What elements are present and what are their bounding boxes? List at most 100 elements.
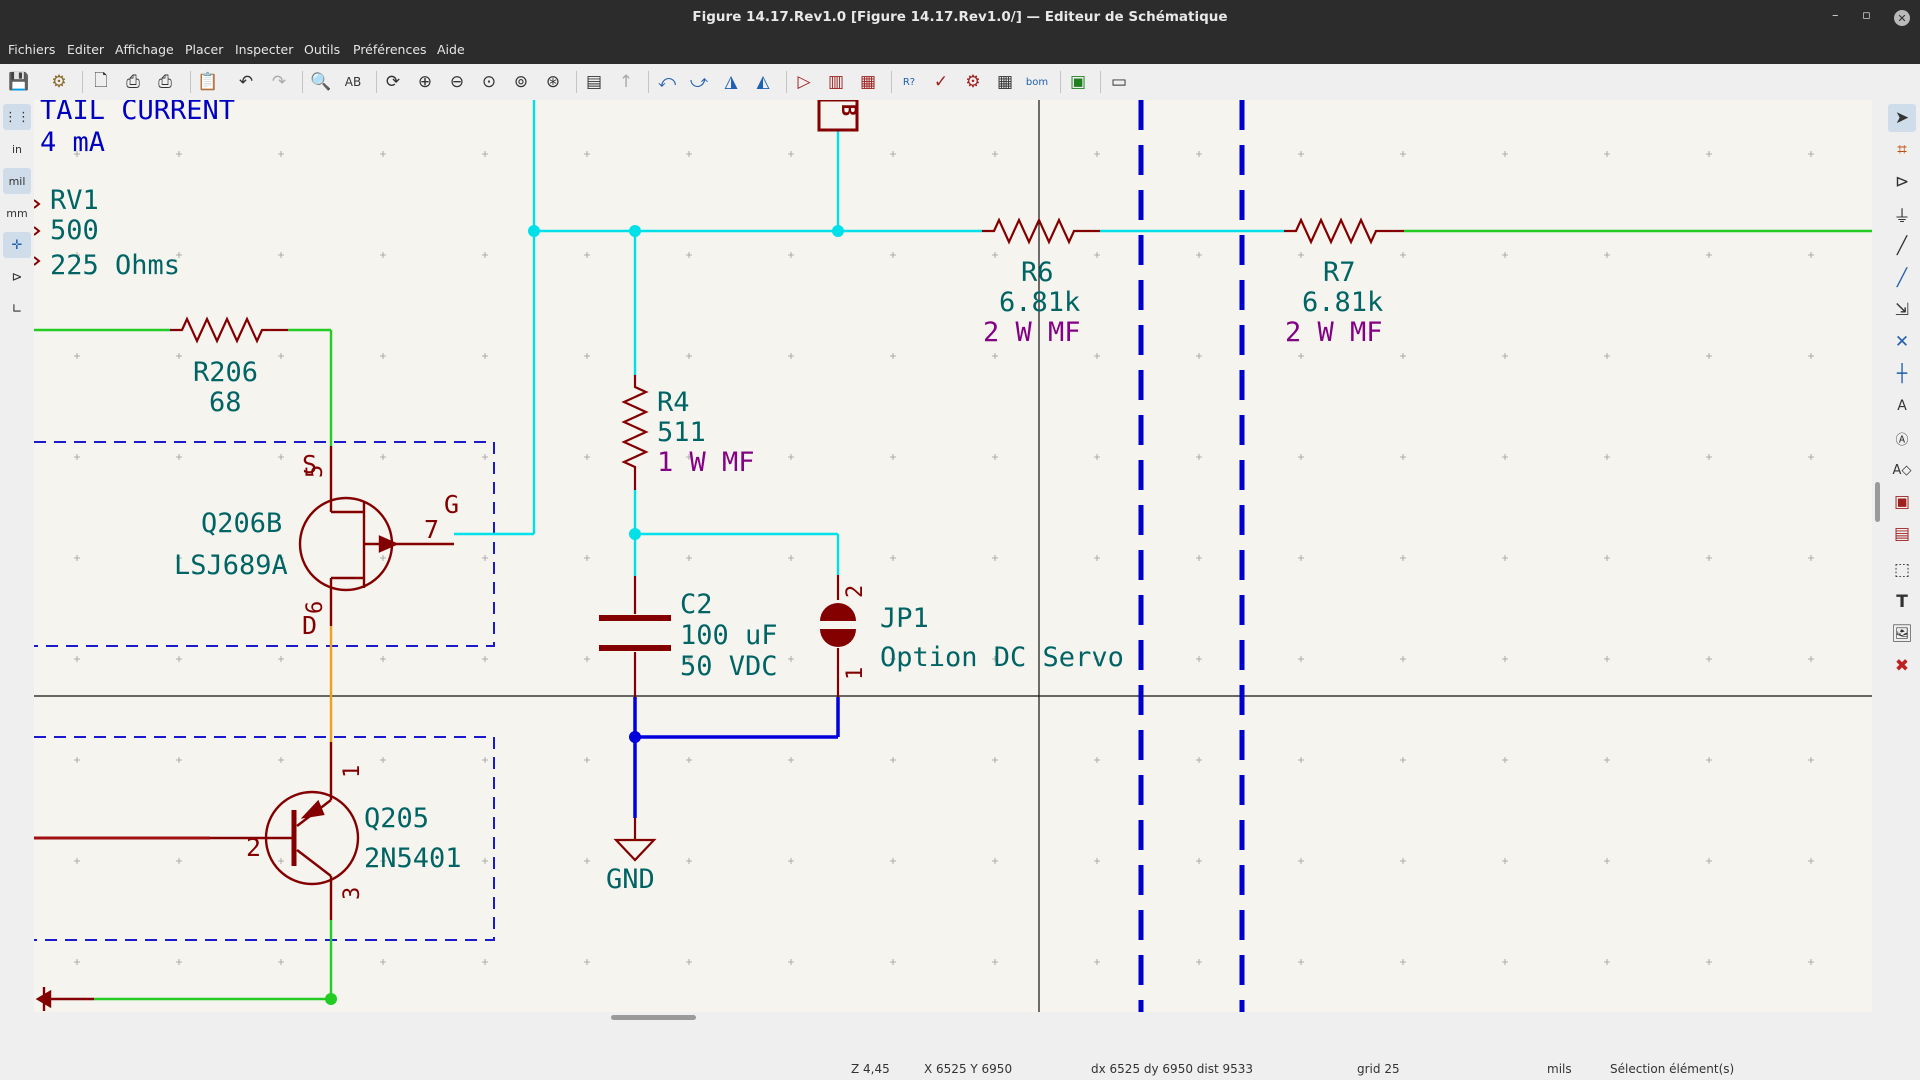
jp1-symbol[interactable] [820,575,856,697]
unit-mm-button[interactable]: mm [6,206,28,220]
leave-sheet-icon[interactable]: ↑ [618,72,634,92]
zoom-objects-icon[interactable]: ⊚ [513,72,529,92]
add-text-icon[interactable]: T [1896,592,1908,612]
refresh-icon[interactable]: ⟳ [385,72,401,92]
maximize-icon[interactable]: ▫ [1862,8,1871,23]
r4-value[interactable]: 511 [657,417,706,448]
import-sheet-pin-icon[interactable]: ▤ [1893,524,1911,544]
r7-symbol[interactable] [1284,217,1404,245]
menu-aide[interactable]: Aide [437,42,465,57]
rv1-value[interactable]: 500 [50,215,99,246]
bottom-left-symbol[interactable] [35,987,94,1011]
select-icon[interactable]: ➤ [1888,104,1916,132]
grid-icon[interactable]: ⋮⋮ [3,104,31,130]
zoom-in-icon[interactable]: ⊕ [417,72,433,92]
page-settings-icon[interactable]: 🗋 [94,70,108,91]
c2-symbol[interactable] [599,576,671,697]
delete-icon[interactable]: ✖ [1894,656,1910,676]
c2-ref[interactable]: C2 [680,589,713,620]
r6-spec[interactable]: 2 W MF [983,317,1081,348]
vertical-scrollbar[interactable] [1872,100,1882,1012]
add-hierarchical-label-icon[interactable]: A◇ [1892,462,1912,478]
q205-ref[interactable]: Q205 [364,803,429,834]
menu-fichiers[interactable]: Fichiers [8,42,56,57]
q205-value[interactable]: 2N5401 [364,843,462,874]
add-label-icon[interactable]: A [1897,398,1907,414]
redo-icon[interactable]: ↷ [271,72,287,92]
scripting-console-icon[interactable]: ▭ [1110,72,1128,92]
close-icon[interactable]: ✕ [1894,10,1910,26]
zoom-out-icon[interactable]: ⊖ [449,72,465,92]
zoom-fit-icon[interactable]: ⊙ [481,72,497,92]
add-global-label-icon[interactable]: Ⓐ [1895,432,1909,448]
r7-spec[interactable]: 2 W MF [1285,317,1383,348]
unit-inches-button[interactable]: in [11,142,23,156]
rotate-ccw-icon[interactable]: ⤺ [657,72,677,92]
r6-symbol[interactable] [982,217,1100,245]
print-icon[interactable]: ⎙ [126,72,140,92]
r6-value[interactable]: 6.81k [999,287,1080,318]
schematic-setup-icon[interactable]: ⚙ [51,72,67,92]
plot-icon[interactable]: ⎙ [158,72,172,92]
paste-icon[interactable]: 📋 [197,72,219,92]
rv1-ref[interactable]: RV1 [50,185,99,216]
pcb-editor-icon[interactable]: ▣ [1069,72,1087,92]
c2-value[interactable]: 100 uF [680,620,778,651]
top-partial-symbol[interactable] [817,100,859,132]
jp1-value[interactable]: Option DC Servo [880,642,1124,673]
hierarchy-navigator-icon[interactable]: ▤ [585,72,603,92]
r206-value[interactable]: 68 [209,387,242,418]
horizontal-scroll-thumb[interactable] [611,1015,696,1020]
rotate-cw-icon[interactable]: ⤻ [689,72,709,92]
r4-ref[interactable]: R4 [657,387,690,418]
undo-icon[interactable]: ↶ [238,72,254,92]
menu-outils[interactable]: Outils [304,42,341,57]
add-power-icon[interactable]: ⏚ [1893,206,1911,227]
menu-inspecter[interactable]: Inspecter [235,42,294,57]
gnd-symbol[interactable] [613,818,657,862]
add-image-icon[interactable]: 🖼 [1891,624,1913,644]
unit-mils-button[interactable]: mil [3,168,31,194]
r206-ref[interactable]: R206 [193,357,258,388]
minimize-icon[interactable]: – [1832,8,1839,23]
horizontal-scrollbar[interactable] [34,1012,1872,1022]
vertical-scroll-thumb[interactable] [1875,482,1880,522]
rv1-note[interactable]: 225 Ohms [50,250,180,281]
highlight-net-icon[interactable]: ⌗ [1897,140,1907,160]
jp1-ref[interactable]: JP1 [880,603,929,634]
orthogonal-wire-icon[interactable]: ∟ [11,301,23,317]
menu-editer[interactable]: Editer [67,42,105,57]
menu-placer[interactable]: Placer [185,42,224,57]
menu-affichage[interactable]: Affichage [115,42,174,57]
find-replace-icon[interactable]: AB [344,75,362,89]
add-sheet-icon[interactable]: ▣ [1893,492,1911,512]
find-icon[interactable]: 🔍 [310,72,332,92]
add-symbol-icon[interactable]: ⊳ [1894,172,1910,192]
cursor-icon[interactable]: ✛ [3,232,31,258]
r206-symbol[interactable] [170,316,288,344]
q206b-ref[interactable]: Q206B [201,508,282,539]
r4-spec[interactable]: 1 W MF [657,447,755,478]
q206b-value[interactable]: LSJ689A [174,550,288,581]
r4-symbol[interactable] [621,375,649,490]
symbol-browser-icon[interactable]: ▥ [827,72,845,92]
bom-icon[interactable]: bom [1025,76,1049,88]
hidden-pins-icon[interactable]: ⊳ [11,269,23,285]
r7-value[interactable]: 6.81k [1302,287,1383,318]
zoom-selection-icon[interactable]: ⊛ [545,72,561,92]
add-graphic-line-icon[interactable]: ⬚ [1893,560,1911,580]
add-bus-entry-icon[interactable]: ⇲ [1894,300,1910,320]
edit-fields-icon[interactable]: ▦ [996,72,1014,92]
add-junction-icon[interactable]: ┼ [1896,364,1908,384]
mirror-vertical-icon[interactable]: ◮ [724,72,738,92]
schematic-canvas[interactable]: B TAIL CURRENT 4 mA RV1 500 225 Ohms R20… [34,100,1872,1012]
save-icon[interactable]: 💾 [8,72,30,92]
gnd-label[interactable]: GND [606,864,655,895]
q205-symbol[interactable] [210,742,360,920]
menu-preferences[interactable]: Préférences [353,42,427,57]
add-wire-icon[interactable]: ╱ [1896,236,1908,256]
mirror-horizontal-icon[interactable]: ◭ [756,72,770,92]
c2-spec[interactable]: 50 VDC [680,651,778,682]
footprint-assign-icon[interactable]: ▦ [859,72,877,92]
r6-ref[interactable]: R6 [1021,257,1054,288]
